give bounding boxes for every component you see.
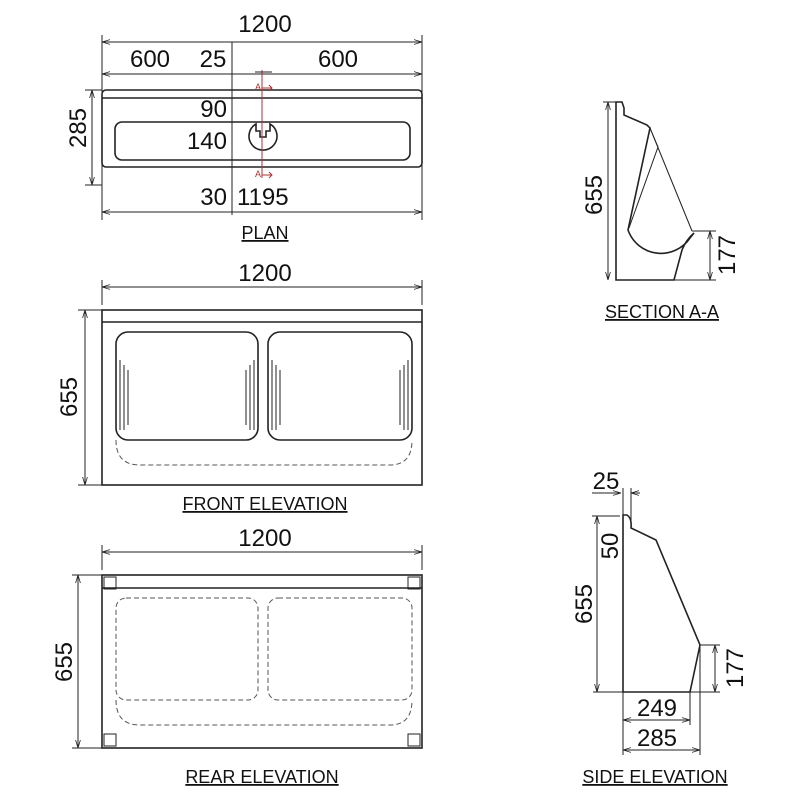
dim-lip-height: 177 — [714, 235, 741, 275]
dim-top-margin: 90 — [200, 96, 227, 123]
dim-top-lip: 25 — [593, 468, 620, 495]
dim-overall-depth: 285 — [637, 725, 677, 752]
dim-bottom-margin: 30 — [200, 184, 227, 211]
dim-height: 655 — [56, 377, 83, 417]
section-marker-bottom: A — [255, 169, 261, 179]
dim-left-half: 600 — [130, 46, 170, 73]
dim-slot-width: 140 — [187, 128, 227, 155]
dim-offset: 25 — [200, 46, 227, 73]
dim-height: 655 — [571, 584, 598, 624]
plan-label: PLAN — [241, 223, 288, 243]
front-elevation-view: 1200 655 FRONT ELEVATION — [56, 260, 423, 514]
front-elevation-label: FRONT ELEVATION — [182, 494, 347, 514]
side-elevation-view: 25 50 655 177 249 285 SIDE ELEVATION — [571, 468, 749, 787]
section-marker-top: A — [255, 82, 261, 92]
dim-depth: 285 — [65, 108, 92, 148]
plan-view: A A 1200 600 25 600 90 140 30 1195 285 P… — [65, 11, 423, 243]
dim-lip-height: 177 — [722, 648, 749, 688]
dim-base-depth: 249 — [637, 695, 677, 722]
rear-elevation-label: REAR ELEVATION — [185, 767, 338, 787]
dim-height: 655 — [51, 642, 78, 682]
section-aa-label: SECTION A-A — [605, 302, 719, 322]
section-aa-view: 655 177 SECTION A-A — [581, 101, 741, 322]
dim-width: 1200 — [238, 525, 291, 552]
dim-inner-length: 1195 — [237, 184, 289, 211]
dim-overall-width: 1200 — [238, 11, 291, 38]
dim-width: 1200 — [238, 260, 291, 287]
dim-height: 655 — [581, 175, 608, 215]
side-elevation-label: SIDE ELEVATION — [582, 767, 727, 787]
dim-step: 50 — [597, 533, 624, 560]
rear-elevation-view: 1200 655 REAR ELEVATION — [51, 525, 423, 787]
dim-right-half: 600 — [318, 46, 358, 73]
